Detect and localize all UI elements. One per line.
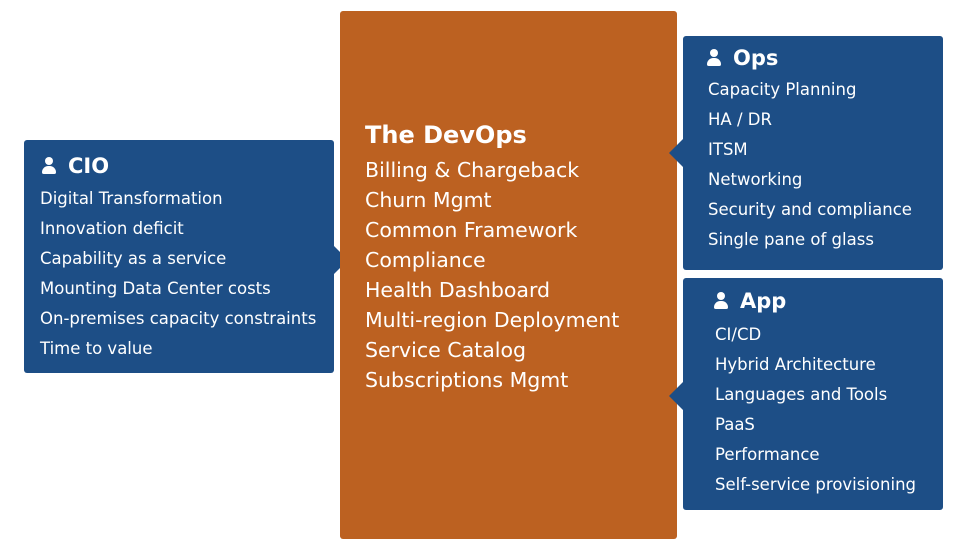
list-item: Time to value	[40, 339, 153, 358]
list-item: Billing & Chargeback	[365, 158, 580, 182]
list-item: Service Catalog	[365, 338, 527, 362]
user-icon	[714, 292, 728, 310]
list-item: Self-service provisioning	[715, 475, 917, 494]
user-icon	[42, 157, 56, 175]
cio-title: CIO	[68, 154, 110, 178]
list-item: Innovation deficit	[40, 219, 184, 238]
list-item: Single pane of glass	[708, 230, 874, 249]
app-list: CI/CD Hybrid Architecture Languages and …	[715, 320, 916, 500]
devops-title: The DevOps	[365, 121, 527, 149]
user-icon	[707, 49, 721, 67]
list-item: Networking	[708, 170, 803, 189]
list-item: Digital Transformation	[40, 189, 223, 208]
list-item: Churn Mgmt	[365, 188, 492, 212]
list-item: Capacity Planning	[708, 80, 857, 99]
list-item: ITSM	[708, 140, 748, 159]
list-item: PaaS	[715, 415, 755, 434]
app-title: App	[740, 289, 787, 313]
list-item: Multi-region Deployment	[365, 308, 620, 332]
list-item: Hybrid Architecture	[715, 355, 876, 374]
app-pointer-arrow	[669, 382, 683, 410]
list-item: Health Dashboard	[365, 278, 551, 302]
list-item: Common Framework	[365, 218, 578, 242]
ops-box: Ops Capacity Planning HA / DR ITSM Netwo…	[669, 36, 943, 270]
list-item: Capability as a service	[40, 249, 227, 268]
list-item: Performance	[715, 445, 820, 464]
app-header: App	[714, 289, 786, 313]
list-item: Languages and Tools	[715, 385, 888, 404]
devops-list: Billing & Chargeback Churn Mgmt Common F…	[365, 155, 619, 395]
list-item: HA / DR	[708, 110, 772, 129]
list-item: Compliance	[365, 248, 486, 272]
cio-header: CIO	[42, 154, 109, 178]
ops-title: Ops	[733, 46, 779, 70]
cio-box: CIO Digital Transformation Innovation de…	[24, 140, 348, 373]
cio-list: Digital Transformation Innovation defici…	[40, 184, 316, 364]
ops-pointer-arrow	[669, 139, 683, 167]
ops-list: Capacity Planning HA / DR ITSM Networkin…	[708, 75, 912, 255]
list-item: Security and compliance	[708, 200, 912, 219]
list-item: On-premises capacity constraints	[40, 309, 317, 328]
list-item: Subscriptions Mgmt	[365, 368, 569, 392]
list-item: Mounting Data Center costs	[40, 279, 271, 298]
app-box: App CI/CD Hybrid Architecture Languages …	[669, 278, 943, 510]
list-item: CI/CD	[715, 325, 762, 344]
ops-header: Ops	[707, 46, 778, 70]
devops-box: The DevOps Billing & Chargeback Churn Mg…	[340, 11, 677, 539]
